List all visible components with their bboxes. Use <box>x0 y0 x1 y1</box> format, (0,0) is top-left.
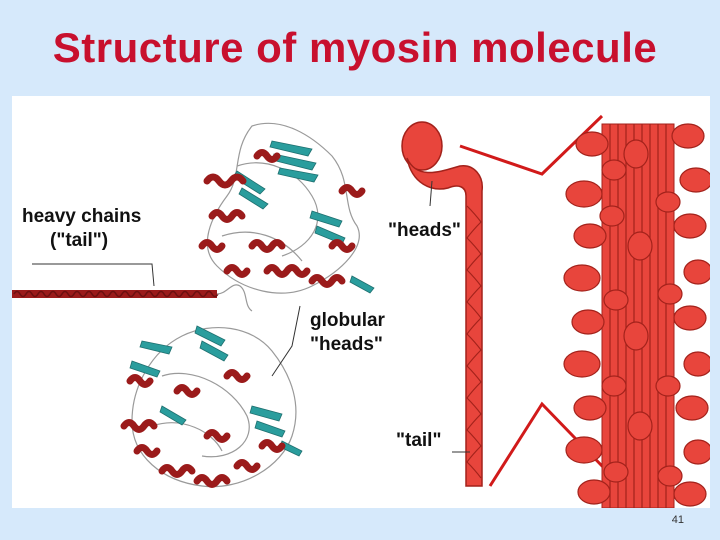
page-number: 41 <box>671 514 684 526</box>
myosin-diagram <box>12 114 710 508</box>
lower-head-structure <box>120 325 303 488</box>
label-globular: globular <box>310 310 385 331</box>
slide-title: Structure of myosin molecule <box>52 24 658 71</box>
leader-lines <box>32 263 301 377</box>
label-globular-heads: "heads" <box>310 334 383 355</box>
thick-filament <box>563 123 710 508</box>
label-heavy-chains-tail: ("tail") <box>50 230 109 251</box>
schematic-leader-lines <box>429 180 470 453</box>
heavy-chain-tail <box>12 284 253 312</box>
diagram-panel: heavy chains ("tail") "heads" globular "… <box>12 96 710 508</box>
upper-head-structure <box>198 122 375 294</box>
label-heavy-chains: heavy chains <box>22 206 142 227</box>
label-tail-bottom: "tail" <box>396 430 442 451</box>
label-heads-top: "heads" <box>388 220 461 241</box>
schematic-tail-twist <box>466 205 482 479</box>
